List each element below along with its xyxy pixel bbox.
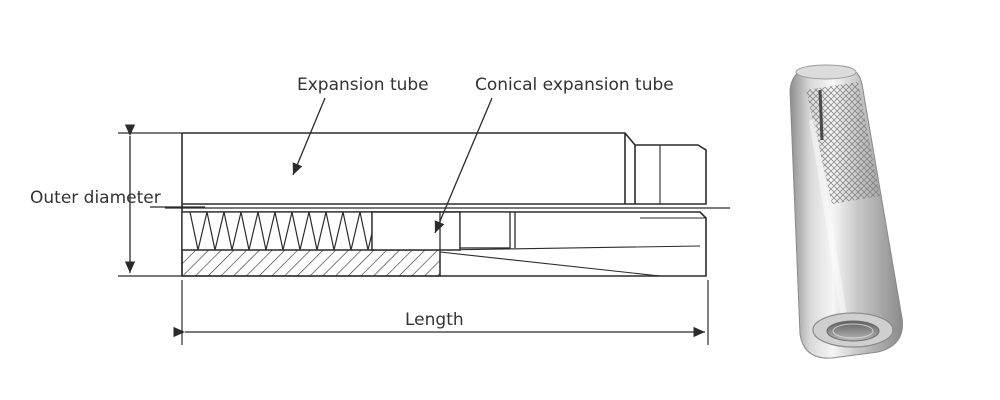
length-label: Length — [405, 310, 464, 330]
expansion-tube-label: Expansion tube — [297, 75, 429, 95]
technical-drawing — [118, 97, 730, 345]
outer-diameter-label: Outer diameter — [30, 188, 161, 208]
conical-expansion-tube-label: Conical expansion tube — [475, 75, 674, 95]
anchor-photo — [789, 64, 903, 359]
conical-tube-leader — [434, 97, 493, 234]
expansion-tube-leader — [292, 97, 326, 176]
